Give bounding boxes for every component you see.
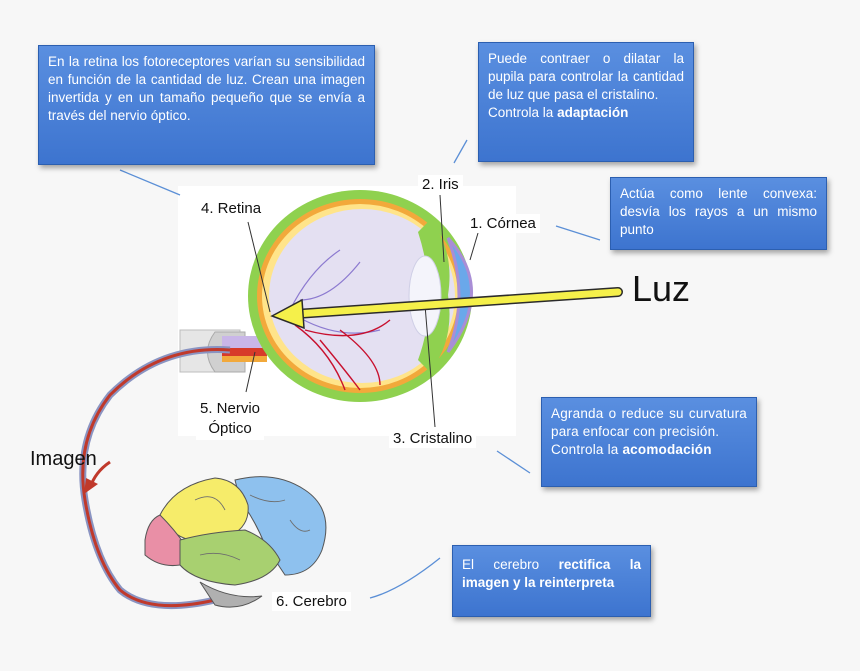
note-cerebro: El cerebro rectifica la imagen y la rein… xyxy=(452,545,651,617)
note-cristalino-control: Controla la acomodación xyxy=(551,441,747,459)
note-cerebro-bold: rectifica la imagen y la reinterpreta xyxy=(462,557,641,590)
label-nervio: 5. Nervio Óptico xyxy=(196,398,265,440)
note-iris: Puede contraer o dilatar la pupila para … xyxy=(478,42,694,162)
label-cornea: 1. Córnea xyxy=(466,214,540,233)
label-nervio-line2: Óptico xyxy=(208,420,252,437)
note-cristalino: Agranda o reduce su curvatura para enfoc… xyxy=(541,397,757,487)
label-nervio-line1: 5. Nervio xyxy=(200,400,261,417)
pointer-nervio xyxy=(245,351,256,393)
brain xyxy=(144,476,327,608)
pointer-cristalino xyxy=(424,304,436,428)
label-retina: 4. Retina xyxy=(197,199,266,218)
label-cristalino: 3. Cristalino xyxy=(389,429,477,448)
note-iris-bold: adaptación xyxy=(557,105,629,120)
note-retina: En la retina los fotoreceptores varían s… xyxy=(38,45,375,165)
label-iris: 2. Iris xyxy=(418,175,463,194)
light-arrow xyxy=(270,287,623,330)
connector-cerebro xyxy=(369,557,441,599)
connector-cornea xyxy=(555,225,601,241)
connector-retina xyxy=(119,169,181,196)
pointer-retina xyxy=(247,221,271,313)
label-luz: Luz xyxy=(632,268,691,309)
pointer-iris xyxy=(439,194,445,263)
note-cerebro-prefix: El cerebro xyxy=(462,557,540,572)
imagen-arrow xyxy=(84,460,111,494)
note-iris-text: Puede contraer o dilatar la pupila para … xyxy=(488,51,684,102)
pointer-cornea xyxy=(469,232,479,261)
note-iris-prefix: Controla la xyxy=(488,105,554,120)
note-cornea-text: Actúa como lente convexa: desvía los ray… xyxy=(620,186,817,237)
note-cristalino-bold: acomodación xyxy=(622,442,712,457)
connector-cristalino xyxy=(496,450,531,474)
label-imagen: Imagen xyxy=(30,448,97,470)
note-iris-control: Controla la adaptación xyxy=(488,104,684,122)
nerve-path xyxy=(79,346,231,610)
note-retina-text: En la retina los fotoreceptores varían s… xyxy=(48,54,365,123)
eyeball xyxy=(248,190,473,402)
note-cornea: Actúa como lente convexa: desvía los ray… xyxy=(610,177,827,250)
connector-iris xyxy=(453,139,468,164)
note-cristalino-prefix: Controla la xyxy=(551,442,619,457)
note-cristalino-text: Agranda o reduce su curvatura para enfoc… xyxy=(551,406,747,439)
label-cerebro: 6. Cerebro xyxy=(272,592,351,611)
